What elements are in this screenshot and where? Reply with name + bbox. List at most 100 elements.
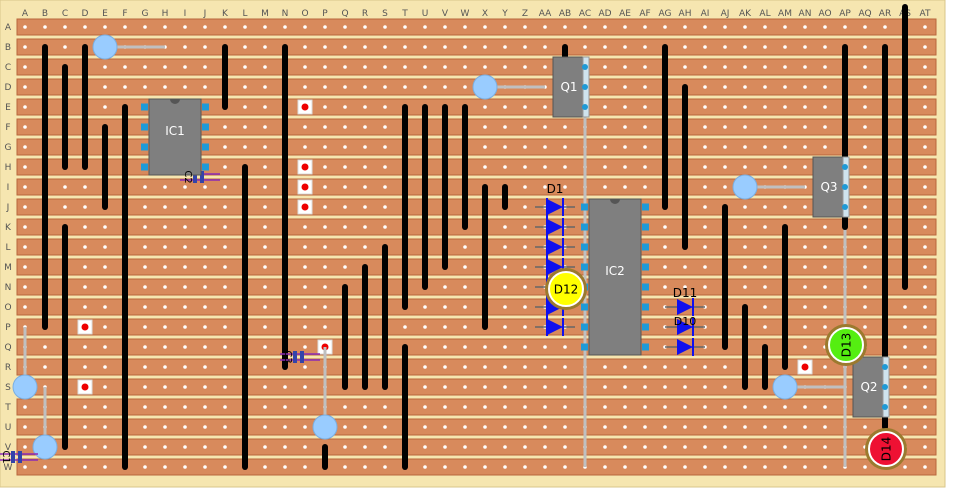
strip-hole — [643, 165, 647, 169]
strip-hole — [923, 225, 927, 229]
strip-hole — [323, 25, 327, 29]
strip-hole — [143, 365, 147, 369]
strip-hole — [203, 245, 207, 249]
strip-hole — [923, 425, 927, 429]
led-d12-label: D12 — [554, 283, 579, 297]
strip-hole — [523, 185, 527, 189]
strip-hole — [543, 45, 547, 49]
strip-hole — [803, 325, 807, 329]
strip-hole — [683, 25, 687, 29]
strip-hole — [743, 225, 747, 229]
strip-hole — [543, 465, 547, 469]
row-letter: J — [6, 203, 10, 213]
strip-hole — [523, 65, 527, 69]
strip-hole — [803, 45, 807, 49]
strip-hole — [703, 145, 707, 149]
diode — [547, 199, 563, 215]
transistor-body — [812, 156, 844, 218]
ic-pin — [642, 243, 649, 251]
q3-label: Q3 — [820, 180, 837, 194]
column-letter: AF — [639, 9, 650, 19]
strip-hole — [323, 285, 327, 289]
strip-hole — [83, 405, 87, 409]
strip-hole — [663, 285, 667, 289]
capacitor-c2-plate — [200, 171, 204, 183]
strip-hole — [563, 405, 567, 409]
strip-hole — [923, 265, 927, 269]
strip-hole — [303, 225, 307, 229]
strip-hole — [323, 305, 327, 309]
strip-hole — [803, 425, 807, 429]
strip-hole — [863, 245, 867, 249]
copper-strip — [16, 438, 937, 456]
strip-hole — [63, 465, 67, 469]
strip-hole — [543, 185, 547, 189]
strip-hole — [203, 225, 207, 229]
electrolytic-capacitor — [772, 374, 798, 400]
strip-hole — [823, 445, 827, 449]
strip-hole — [703, 85, 707, 89]
diode-d1-label: D1 — [547, 182, 564, 196]
strip-hole — [623, 365, 627, 369]
strip-hole — [303, 285, 307, 289]
strip-hole — [603, 385, 607, 389]
strip-hole — [523, 225, 527, 229]
copper-strip — [16, 418, 937, 436]
diode — [547, 319, 563, 335]
transistor-pin — [882, 404, 888, 410]
ic-pin — [202, 103, 209, 111]
ic-pin — [141, 103, 148, 111]
strip-hole — [203, 445, 207, 449]
column-letter: H — [162, 9, 169, 19]
strip-hole — [463, 385, 467, 389]
strip-hole — [443, 305, 447, 309]
strip-hole — [363, 465, 367, 469]
strip-hole — [743, 125, 747, 129]
ic-notch — [610, 199, 620, 204]
strip-hole — [863, 165, 867, 169]
strip-hole — [523, 385, 527, 389]
strip-hole — [523, 365, 527, 369]
strip-hole — [383, 25, 387, 29]
strip-hole — [683, 65, 687, 69]
strip-hole — [123, 65, 127, 69]
strip-hole — [183, 425, 187, 429]
strip-hole — [823, 85, 827, 89]
transistor-body — [552, 56, 584, 118]
strip-hole — [163, 265, 167, 269]
strip-hole — [243, 145, 247, 149]
strip-hole — [443, 45, 447, 49]
strip-hole — [563, 465, 567, 469]
strip-hole — [523, 245, 527, 249]
strip-hole — [883, 25, 887, 29]
strip-hole — [163, 325, 167, 329]
strip-hole — [403, 325, 407, 329]
strip-hole — [143, 465, 147, 469]
strip-hole — [703, 125, 707, 129]
copper-strip — [16, 258, 937, 276]
copper-strip — [16, 238, 937, 256]
strip-hole — [463, 25, 467, 29]
strip-hole — [63, 45, 67, 49]
strip-hole — [603, 165, 607, 169]
strip-hole — [23, 445, 27, 449]
strip-hole — [243, 125, 247, 129]
strip-hole — [643, 145, 647, 149]
ic-body — [588, 198, 642, 356]
strip-hole — [83, 345, 87, 349]
strip-hole — [343, 165, 347, 169]
capacitor-c3-label: C3 — [282, 350, 293, 363]
strip-hole — [283, 405, 287, 409]
strip-hole — [483, 405, 487, 409]
strip-hole — [363, 445, 367, 449]
strip-hole — [303, 365, 307, 369]
strip-hole — [223, 385, 227, 389]
strip-hole — [723, 45, 727, 49]
strip-hole — [783, 145, 787, 149]
strip-hole — [363, 205, 367, 209]
copper-strip — [16, 18, 937, 36]
strip-hole — [23, 205, 27, 209]
strip-hole — [163, 205, 167, 209]
strip-hole — [643, 385, 647, 389]
track-cut-mark — [801, 363, 809, 371]
